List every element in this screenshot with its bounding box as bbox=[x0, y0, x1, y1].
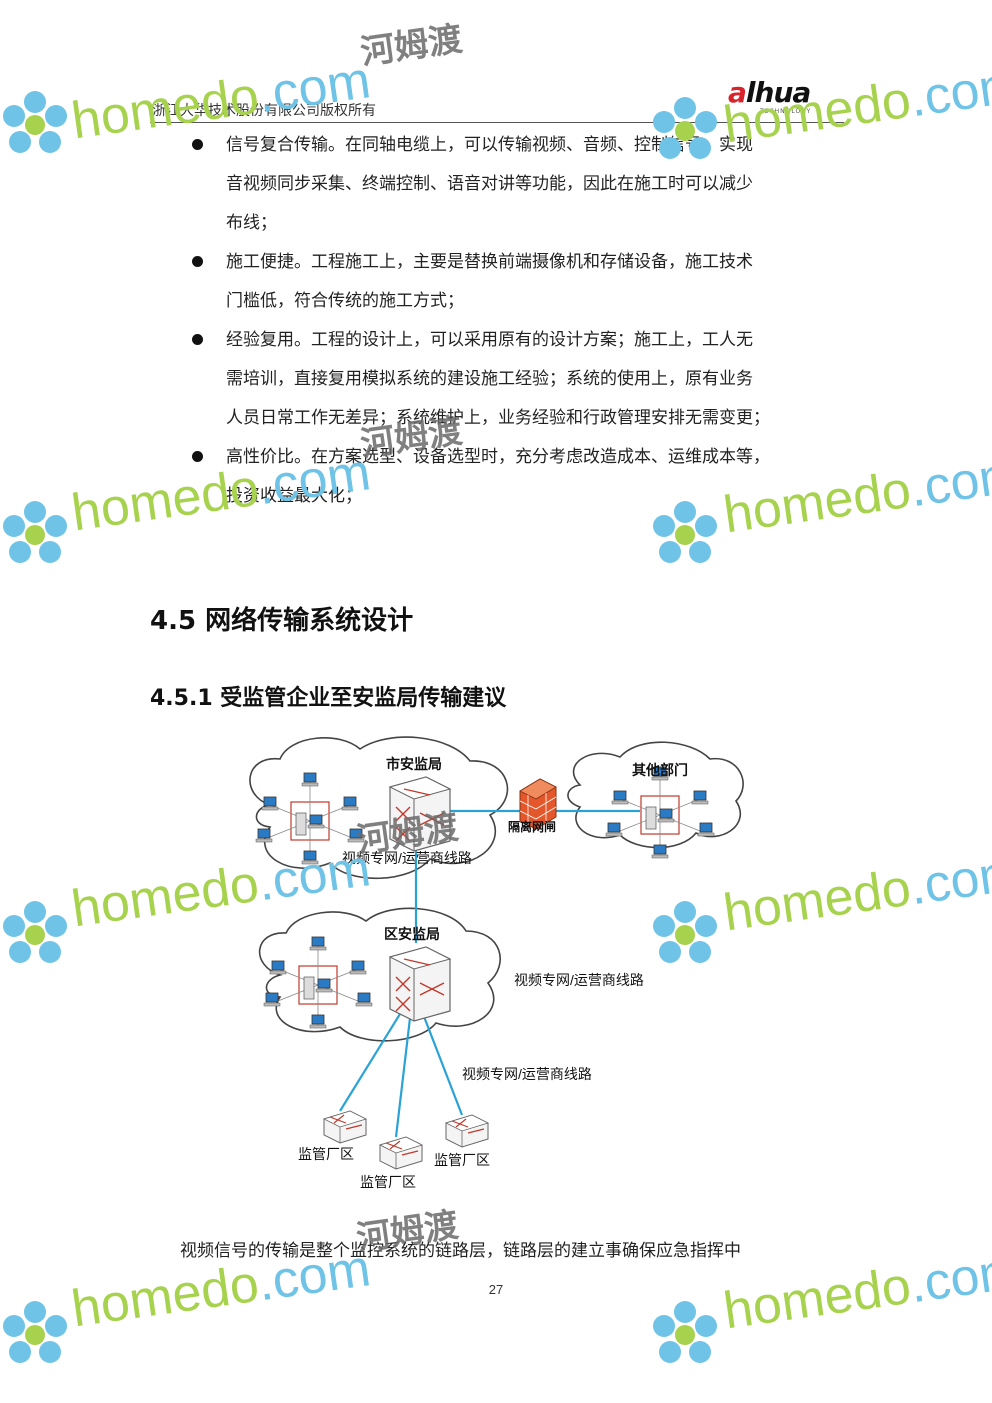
bullet-line: 经验复用。工程的设计上，可以采用原有的设计方案；施工上，工人无 bbox=[226, 330, 753, 350]
bullet-line: 音视频同步采集、终端控制、语音对讲等功能，因此在施工时可以减少 bbox=[226, 174, 753, 194]
dahua-logo: alhua TECHNOLOGY bbox=[728, 76, 838, 118]
section-heading: 4.5 网络传输系统设计 bbox=[150, 606, 414, 636]
header-company: 浙江大华技术股份有限公司版权所有 bbox=[152, 103, 376, 119]
bullet-line: 投资收益最大化； bbox=[226, 486, 362, 506]
bullet-line: 布线； bbox=[226, 213, 277, 233]
label-other-dept: 其他部门 bbox=[632, 762, 688, 778]
bullet-dot-icon bbox=[192, 139, 203, 150]
flower-logo-icon bbox=[3, 901, 67, 963]
network-diagram: 市安监局 其他部门 隔离网闸 视频专网/运营商线路 区安监局 视频专网/运营商线… bbox=[249, 736, 744, 1190]
wm-do: do bbox=[848, 70, 915, 137]
link-lines bbox=[339, 809, 640, 1138]
bullet-dot-icon bbox=[192, 256, 203, 267]
flower-logo-icon bbox=[653, 1301, 717, 1363]
wm-com: .com bbox=[906, 843, 992, 917]
flower-logo-icon bbox=[3, 501, 67, 563]
cloud-district bbox=[258, 907, 501, 1042]
watermark-cn: 河姆渡 bbox=[358, 19, 465, 73]
bullet-line: 高性价比。在方案选型、设备选型时，充分考虑改造成本、运维成本等， bbox=[226, 447, 770, 467]
wm-do: do bbox=[848, 858, 915, 925]
edge-switch-site-3 bbox=[445, 1114, 489, 1148]
flower-logo-icon bbox=[3, 91, 67, 153]
bullet-line: 需培训，直接复用模拟系统的建设施工经验；系统的使用上，原有业务 bbox=[226, 369, 753, 389]
wm-com: .com bbox=[906, 1241, 992, 1315]
bullet-item: 信号复合传输。在同轴电缆上，可以传输视频、音频、控制信号，实现 音视频同步采集、… bbox=[190, 126, 845, 243]
wm-home: home bbox=[68, 862, 206, 939]
bullet-item: 经验复用。工程的设计上，可以采用原有的设计方案；施工上，工人无 需培训，直接复用… bbox=[190, 321, 845, 438]
bullet-list: 信号复合传输。在同轴电缆上，可以传输视频、音频、控制信号，实现 音视频同步采集、… bbox=[190, 126, 845, 516]
header-rule bbox=[150, 122, 844, 123]
flower-logo-icon bbox=[3, 1301, 67, 1363]
edge-switch-site-2 bbox=[379, 1136, 423, 1170]
bullet-item: 施工便捷。工程施工上，主要是替换前端摄像机和存储设备，施工技术 门槛低，符合传统… bbox=[190, 243, 845, 321]
label-gatekeeper: 隔离网闸 bbox=[508, 819, 556, 834]
label-city-bureau: 市安监局 bbox=[386, 756, 442, 772]
watermark-text: homedo.com bbox=[720, 842, 992, 943]
page-number: 27 bbox=[488, 1282, 504, 1297]
label-site-3: 监管厂区 bbox=[434, 1152, 490, 1168]
bullet-line: 门槛低，符合传统的施工方式； bbox=[226, 291, 464, 311]
wm-com: .com bbox=[906, 445, 992, 519]
bullet-line: 人员日常工作无差异；系统维护上，业务经验和行政管理安排无需变更； bbox=[226, 408, 770, 428]
label-link-2: 视频专网/运营商线路 bbox=[514, 972, 644, 988]
label-site-2: 监管厂区 bbox=[360, 1174, 416, 1190]
bullet-dot-icon bbox=[192, 451, 203, 462]
bullet-item: 高性价比。在方案选型、设备选型时，充分考虑改造成本、运维成本等， 投资收益最大化… bbox=[190, 438, 845, 516]
bullet-line: 施工便捷。工程施工上，主要是替换前端摄像机和存储设备，施工技术 bbox=[226, 252, 753, 272]
edge-switch-site-1 bbox=[323, 1110, 367, 1144]
wm-home: home bbox=[68, 466, 206, 543]
bullet-line: 信号复合传输。在同轴电缆上，可以传输视频、音频、控制信号，实现 bbox=[226, 135, 753, 155]
cloud-other bbox=[567, 741, 744, 849]
wm-home: home bbox=[68, 1262, 206, 1339]
label-site-1: 监管厂区 bbox=[298, 1146, 354, 1162]
label-district-bureau: 区安监局 bbox=[384, 926, 440, 942]
logo-subtitle: TECHNOLOGY bbox=[760, 108, 812, 115]
wm-do: do bbox=[848, 460, 915, 527]
core-switch-district bbox=[389, 946, 451, 1022]
logo-wordmark: alhua bbox=[728, 76, 811, 109]
label-link-3: 视频专网/运营商线路 bbox=[462, 1066, 592, 1082]
bullet-dot-icon bbox=[192, 334, 203, 345]
firewall-icon bbox=[519, 778, 557, 830]
subsection-heading: 4.5.1 受监管企业至安监局传输建议 bbox=[150, 686, 507, 711]
label-link-1: 视频专网/运营商线路 bbox=[342, 850, 472, 866]
body-paragraph: 视频信号的传输是整个监控系统的链路层，链路层的建立事确保应急指挥中 bbox=[180, 1241, 741, 1261]
wm-home: home bbox=[720, 1264, 858, 1341]
wm-com: .com bbox=[906, 55, 992, 129]
